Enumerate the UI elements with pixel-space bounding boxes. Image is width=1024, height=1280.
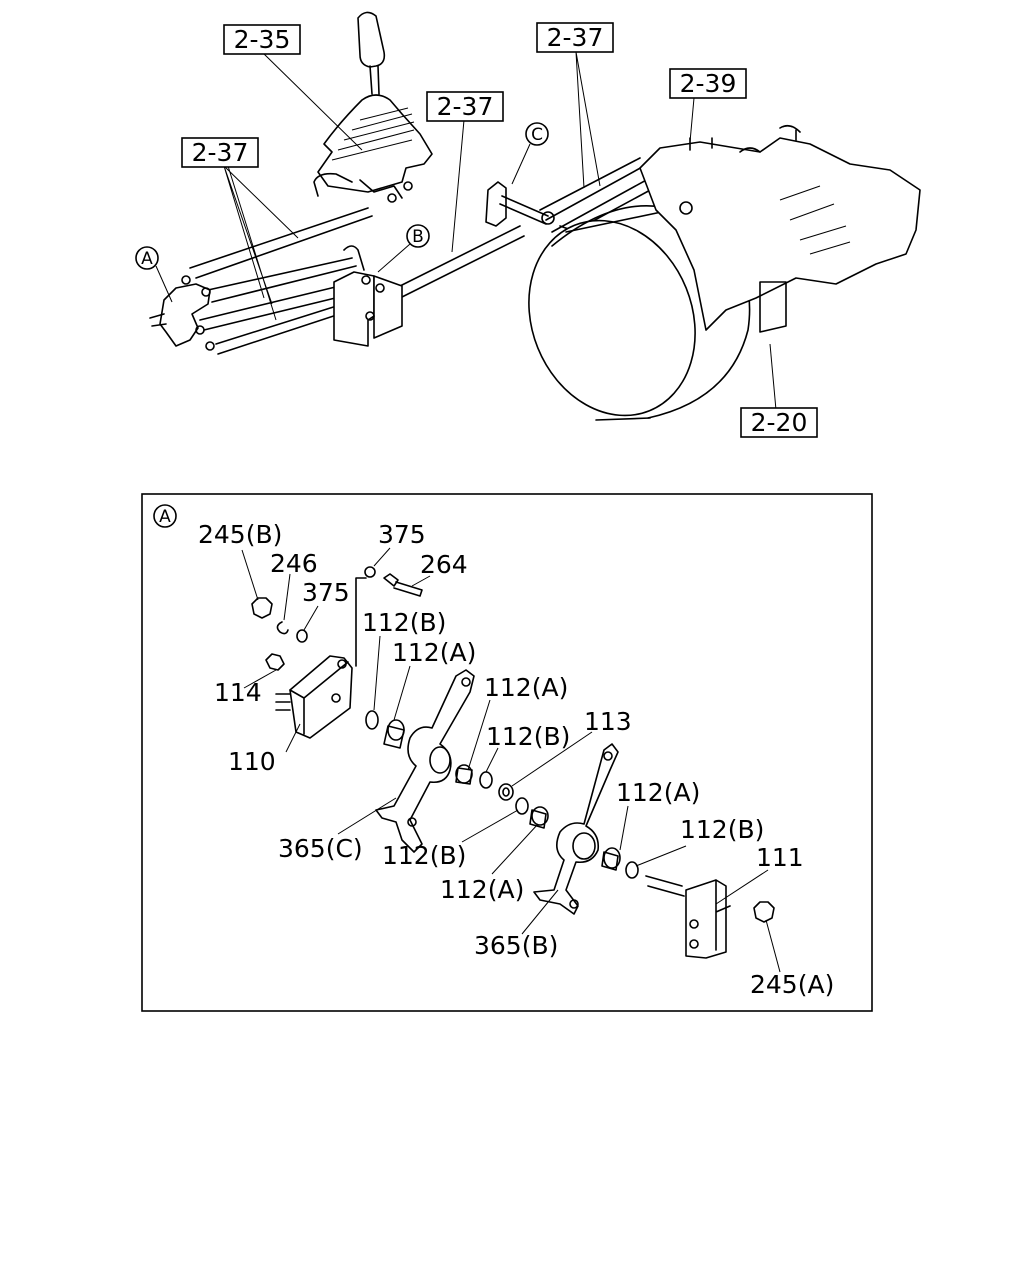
left-bracket-drawing [149,275,215,351]
label-113: 113 [584,707,632,736]
transmission-drawing [639,124,921,333]
label-111: 111 [756,843,804,872]
marker-a-text: A [141,249,153,269]
overview-leaders [155,51,777,411]
marker-b: B [406,224,430,248]
detail-parts [251,566,775,959]
detail-section-marker-text: A [159,507,171,527]
label-375-top: 375 [378,520,426,549]
label-245b: 245(B) [198,520,282,549]
label-365b: 365(B) [474,931,558,960]
middle-bracket-drawing [333,245,403,347]
marker-c-text: C [531,125,543,145]
label-112a-4: 112(A) [440,875,524,904]
label-112a-2: 112(A) [484,673,568,702]
marker-b-text: B [412,227,424,247]
label-112b-4: 112(B) [382,841,466,870]
label-365c: 365(C) [278,834,363,863]
callout-2-37-right: 2-37 [536,22,614,53]
label-112b-2: 112(B) [486,722,570,751]
label-112a-3: 112(A) [616,778,700,807]
detail-leaders [241,547,781,973]
label-114: 114 [214,678,262,707]
label-112b-top: 112(B) [362,608,446,637]
callout-2-35-text: 2-35 [234,25,291,54]
callout-2-35: 2-35 [223,24,301,55]
detail-labels: 245(B) 246 375 264 375 112(B) 112(A) 112… [198,520,834,999]
detail-frame [141,493,873,1012]
callout-2-37-mid-text: 2-37 [437,92,494,121]
callout-2-37-left-text: 2-37 [192,138,249,167]
callout-2-37-mid: 2-37 [426,91,504,122]
callout-2-20: 2-20 [740,407,818,438]
marker-a: A [135,246,159,270]
callout-2-39: 2-39 [669,68,747,99]
callout-2-39-text: 2-39 [680,69,737,98]
shift-lever-drawing [313,11,433,203]
label-112b-3: 112(B) [680,815,764,844]
overview-assembly: 2-35 2-37 2-37 2-37 2-39 2-20 A B [135,11,921,438]
callout-2-37-left: 2-37 [181,137,259,168]
label-112a-top: 112(A) [392,638,476,667]
label-375-mid: 375 [302,578,350,607]
nut-245b-part [251,597,273,619]
label-246: 246 [270,549,318,578]
transmission-bracket-drawing [485,181,589,243]
callout-2-37-right-text: 2-37 [547,23,604,52]
label-245a: 245(A) [750,970,834,999]
detail-a-panel: A [141,493,873,1012]
callout-2-20-text: 2-20 [751,408,808,437]
detail-section-marker: A [153,504,177,528]
marker-c: C [525,122,549,146]
label-264: 264 [420,550,468,579]
label-110: 110 [228,747,276,776]
